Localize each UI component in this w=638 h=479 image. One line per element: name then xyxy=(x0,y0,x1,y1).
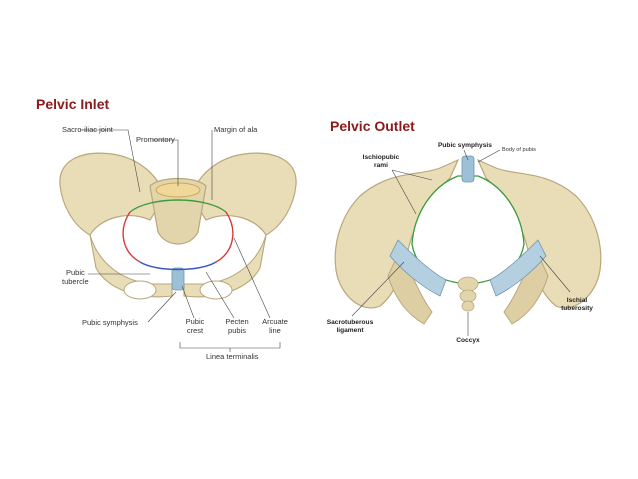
label-pubic-crest-1: Pubic xyxy=(185,317,205,326)
label-ischiopubic-rami-1: Ischiopubic xyxy=(362,154,400,161)
sacral-margin-line xyxy=(129,199,227,213)
right-obturator xyxy=(199,280,233,300)
label-pecten-pubis-2: pubis xyxy=(228,326,246,335)
leader-ischiopubic-1 xyxy=(391,169,433,181)
label-promontory: Promontory xyxy=(136,135,175,144)
left-pubic-region xyxy=(89,234,173,298)
label-sacroiliac-joint: Sacro-iliac joint xyxy=(62,125,113,134)
inlet-pubic-symphysis xyxy=(171,267,185,291)
label-body-of-pubis: Body of pubis xyxy=(502,147,536,153)
arcuate-line-left xyxy=(122,211,141,263)
left-sacrotuberous-ligament xyxy=(389,239,447,297)
label-pubic-crest-2: crest xyxy=(186,326,204,335)
leader-ischiopubic-2 xyxy=(391,169,417,215)
leader-pubic-symphysis xyxy=(147,291,177,323)
label-coccyx: Coccyx xyxy=(456,337,480,344)
label-arcuate-line-1: Arcuate xyxy=(262,317,288,326)
label-ischiopubic-rami-2: rami xyxy=(374,162,388,169)
label-pecten-pubis-1: Pecten xyxy=(225,317,249,326)
label-linea-terminalis: Linea terminalis xyxy=(206,352,259,361)
label-arcuate-line-2: line xyxy=(269,326,281,335)
leader-arcuate xyxy=(233,237,271,319)
label-sacrotuberous-ligament-2: ligament xyxy=(336,327,364,334)
label-ischial-tuberosity-2: tuberosity xyxy=(561,305,593,312)
leader-sacroiliac xyxy=(80,129,141,193)
leader-outlet-symphysis xyxy=(463,149,469,161)
right-sacrotuberous-ligament xyxy=(489,239,547,297)
label-pubic-tubercle-1: Pubic xyxy=(66,268,85,277)
label-margin-of-ala: Margin of ala xyxy=(214,125,258,134)
coccyx-bone xyxy=(457,276,479,312)
outlet-pubic-symphysis xyxy=(461,155,475,183)
leader-promontory xyxy=(152,139,179,186)
inlet-title: Pelvic Inlet xyxy=(36,96,110,112)
right-pubic-region xyxy=(183,234,267,298)
label-pubic-tubercle-2: tubercle xyxy=(62,277,89,286)
label-sacrotuberous-ligament-1: Sacrotuberous xyxy=(326,319,374,326)
left-obturator xyxy=(123,280,157,300)
arcuate-line-right xyxy=(215,211,234,263)
pecten-line xyxy=(139,261,217,271)
label-inlet-pubic-symphysis: Pubic symphysis xyxy=(82,318,138,327)
leader-body-pubis xyxy=(477,149,501,163)
leader-pecten xyxy=(205,271,235,319)
label-outlet-pubic-symphysis: Pubic symphysis xyxy=(438,142,492,149)
outlet-title: Pelvic Outlet xyxy=(330,118,415,134)
linea-bracket xyxy=(179,342,281,352)
leader-sacrotuberous xyxy=(351,261,405,317)
label-ischial-tuberosity-1: Ischial xyxy=(566,297,588,304)
leader-pubic-crest xyxy=(181,285,195,319)
leader-ischial-tuberosity xyxy=(539,255,571,293)
